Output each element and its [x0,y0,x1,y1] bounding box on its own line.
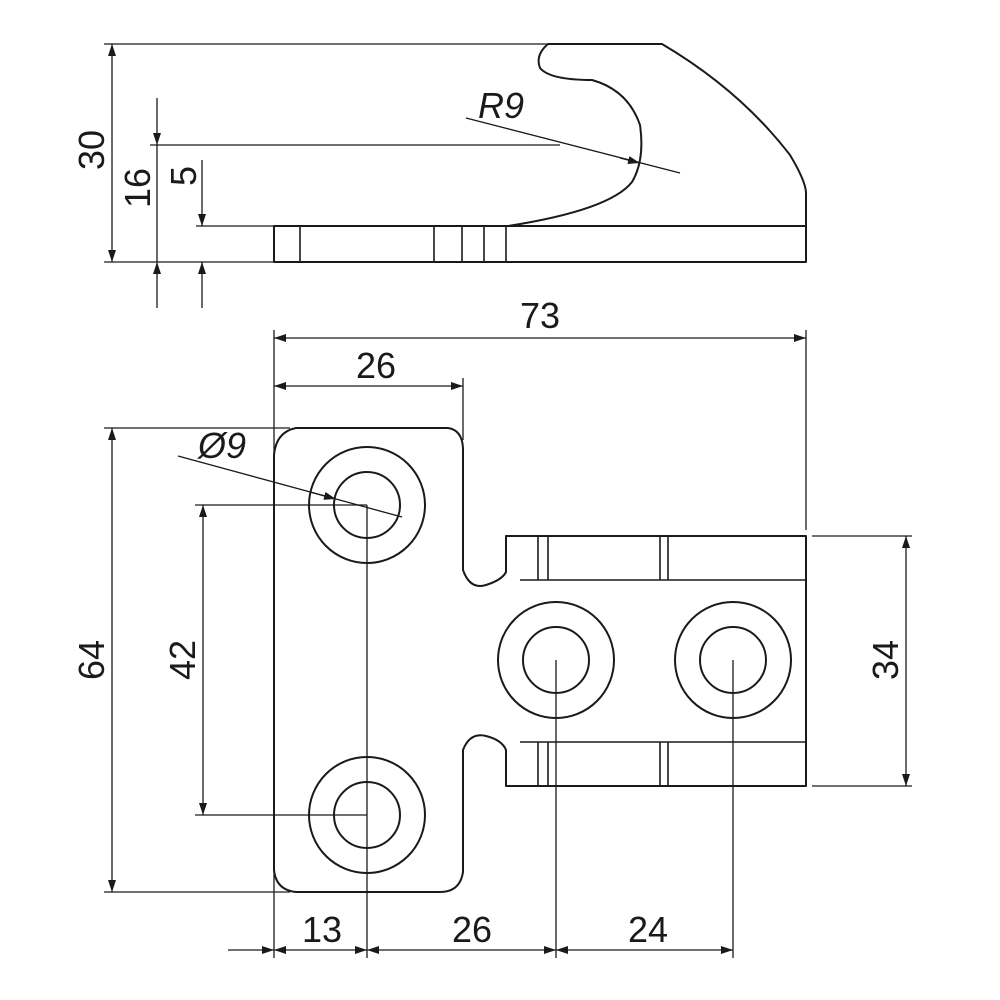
radius-arrow [619,156,641,164]
front-view: 73 26 Ø9 64 42 34 13 26 24 [71,295,912,958]
side-view-hook-outline [507,43,807,227]
dim-label-73: 73 [520,295,560,336]
dim-label-64: 64 [71,640,112,680]
side-view-base-plate [273,225,807,263]
dim-label-16: 16 [117,168,158,208]
dim-label-5: 5 [163,166,204,186]
front-view-outline [273,427,807,893]
dim-label-34: 34 [865,640,906,680]
dim-label-26-bottom: 26 [452,909,492,950]
dim-label-13: 13 [302,909,342,950]
dim-label-diameter: Ø9 [197,425,246,466]
dim-label-R9: R9 [478,85,524,126]
dim-label-42: 42 [162,640,203,680]
dim-label-24: 24 [628,909,668,950]
radius-leader [465,117,681,174]
diameter-leader [177,455,403,518]
dim-label-26-top: 26 [356,345,396,386]
side-view: 30 16 5 R9 [71,43,807,308]
dim-label-30: 30 [71,130,112,170]
diameter-arrow [309,491,337,500]
